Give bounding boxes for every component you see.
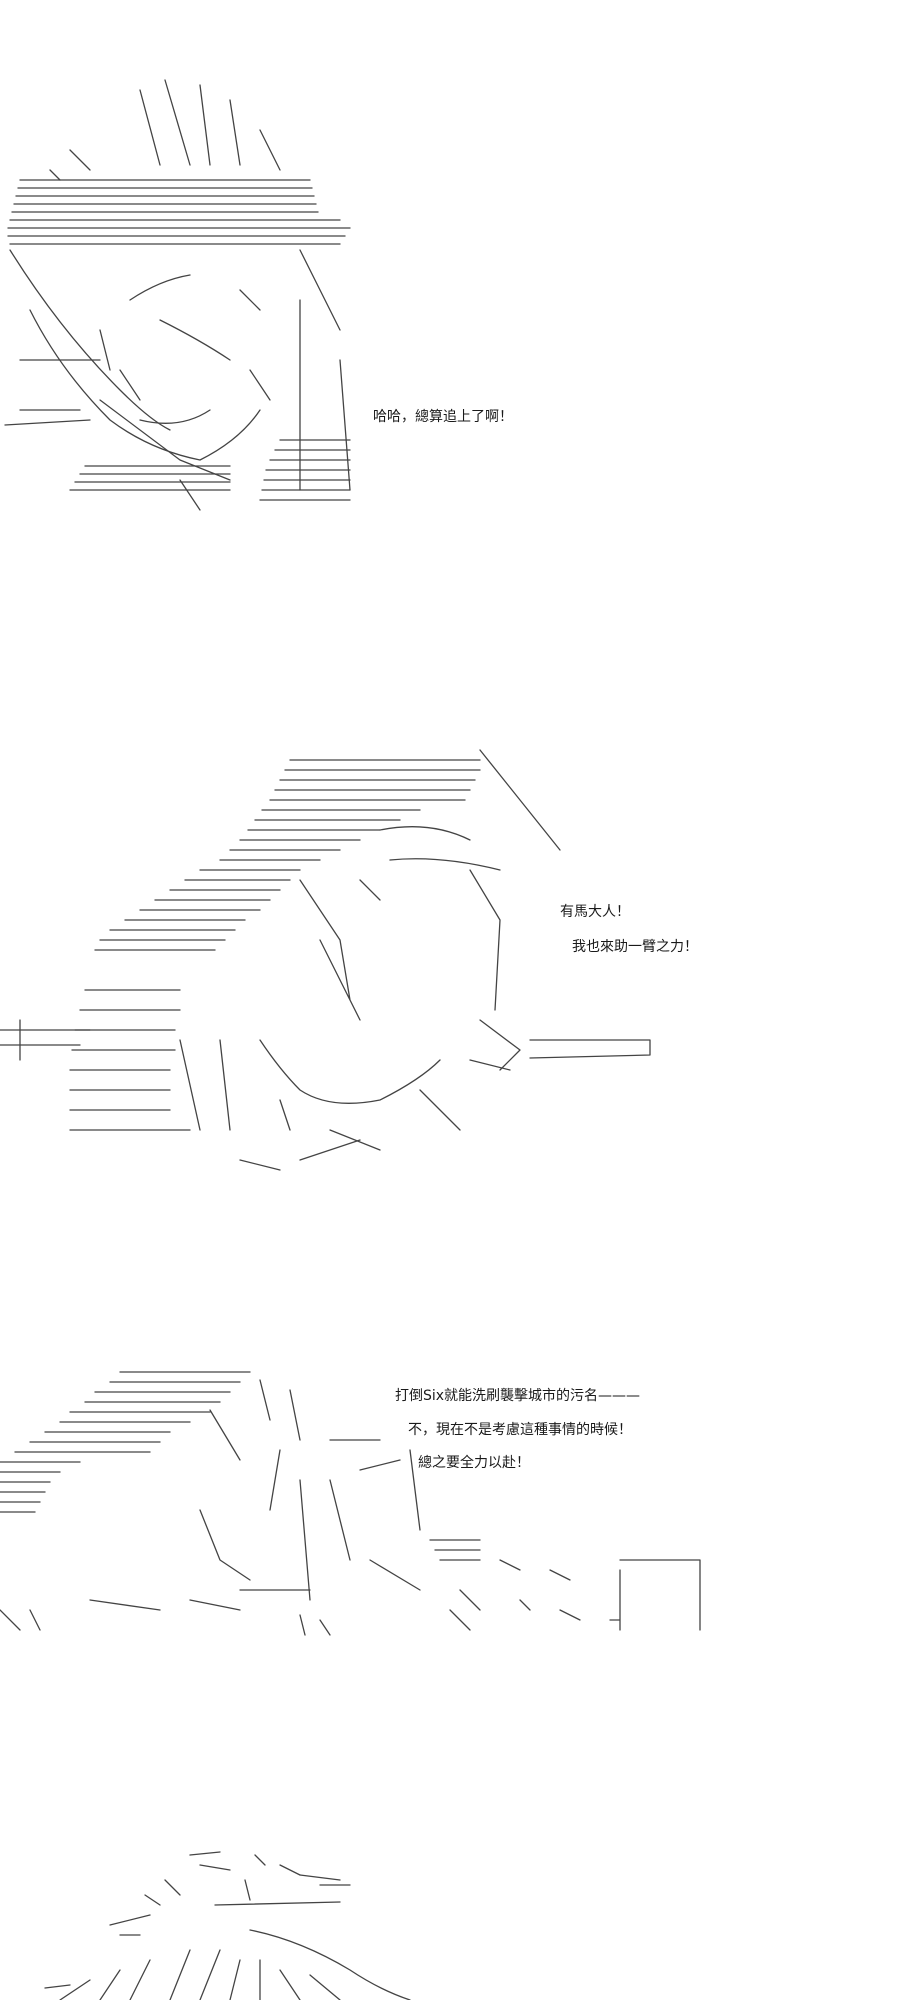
panel-3-ascii-art (0, 1371, 701, 1636)
speech-line: 打倒Six就能洗刷襲擊城市的污名——— (395, 1388, 641, 1404)
speech-line: 哈哈，總算追上了啊！ (373, 409, 513, 425)
panel-2-ascii-art (0, 749, 651, 1171)
speech-line: 不，現在不是考慮這種事情的時候！ (408, 1422, 632, 1438)
speech-line: 有馬大人！ (560, 904, 630, 920)
panel-4 (0, 1840, 904, 2000)
panel-1-ascii-art (4, 79, 351, 511)
panel-2: 有馬大人！ 我也來助一臂之力！ (0, 740, 904, 1180)
panel-4-ascii-art (44, 1851, 411, 2000)
panel-1: 哈哈，總算追上了啊！ (0, 70, 904, 570)
speech-line: 我也來助一臂之力！ (572, 939, 698, 955)
speech-line: 總之要全力以赴！ (418, 1455, 530, 1471)
panel-3: 打倒Six就能洗刷襲擊城市的污名——— 不，現在不是考慮這種事情的時候！ 總之要… (0, 1360, 904, 1650)
